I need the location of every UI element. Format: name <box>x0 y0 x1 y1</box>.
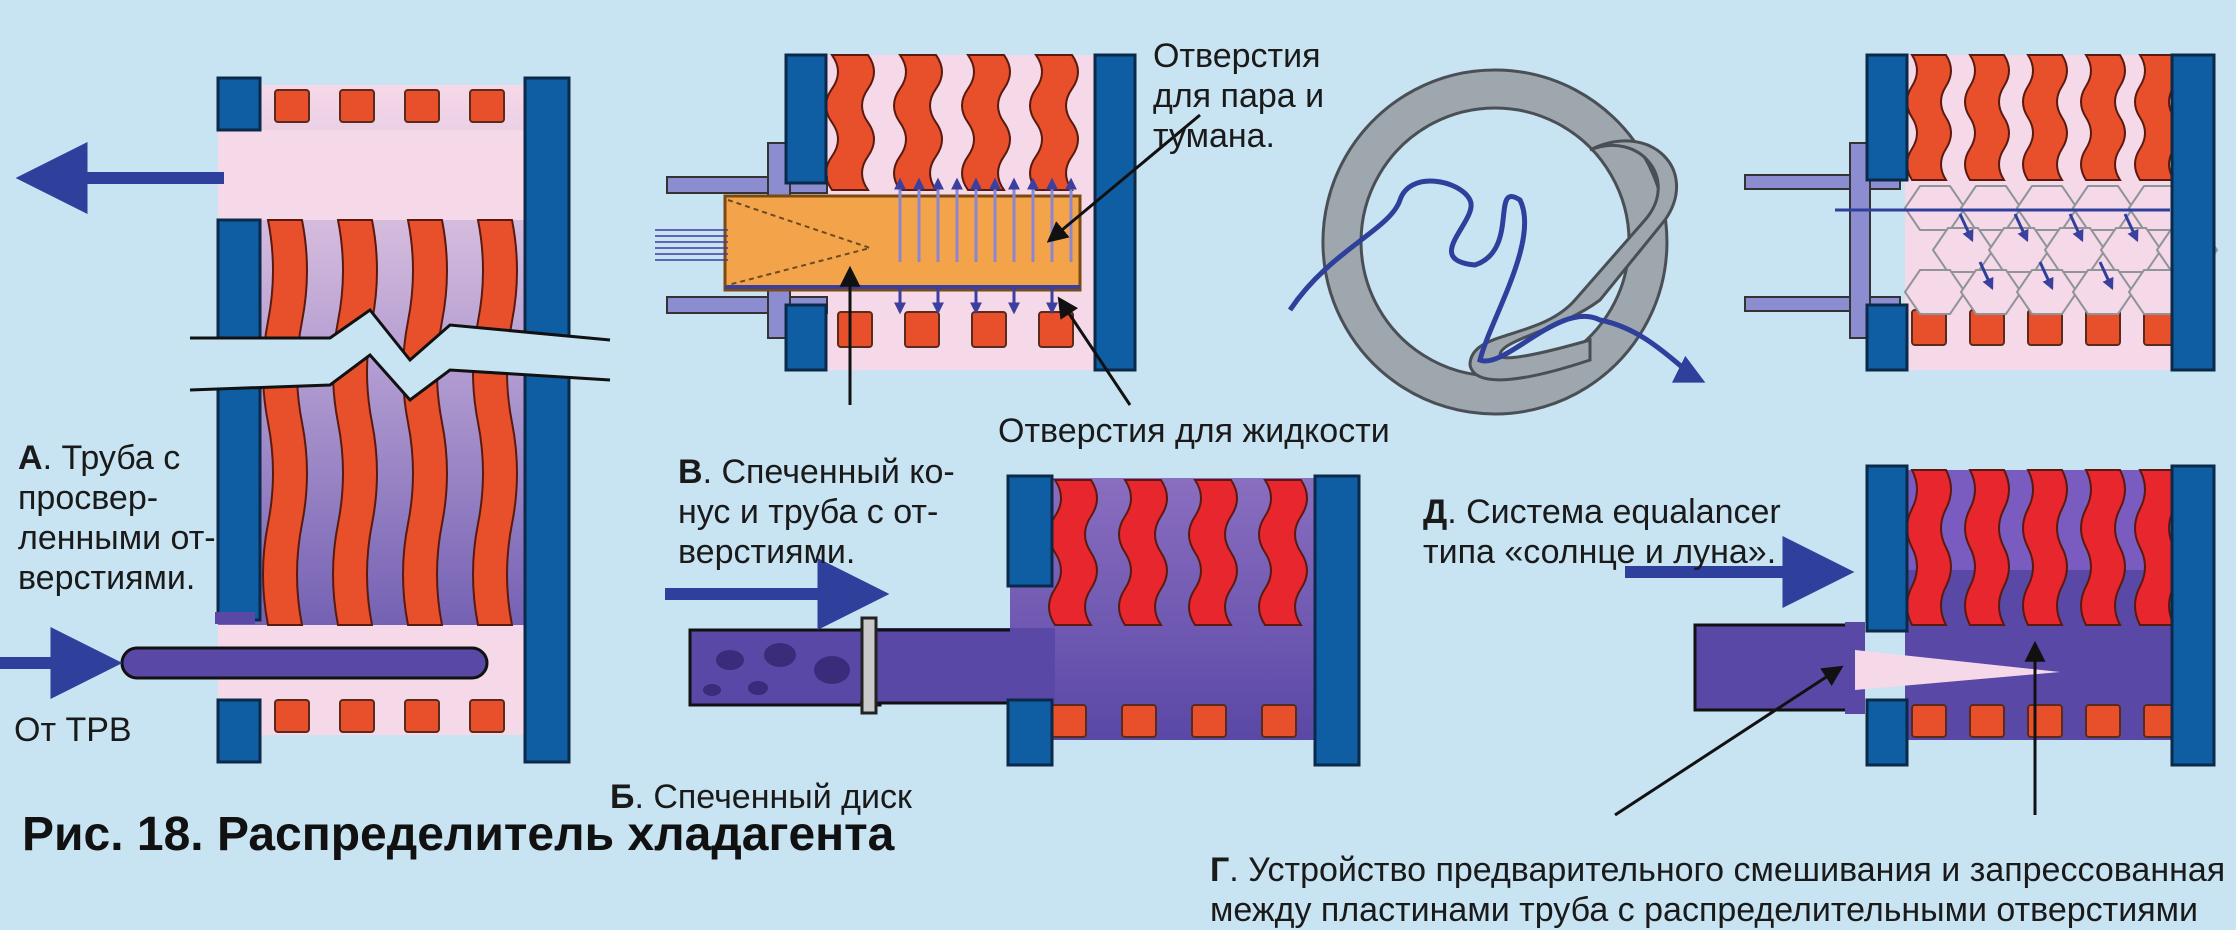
panel-a-letter: А <box>18 439 43 477</box>
fin <box>893 54 943 191</box>
inlet-label: От ТРВ <box>14 711 132 749</box>
fin <box>2080 54 2126 181</box>
vapor-holes-label: Отверстия для пара и тумана. <box>1153 37 1325 155</box>
panel-tr-drawing <box>1744 53 2219 372</box>
flow-arrow <box>2013 213 2029 243</box>
fin <box>2022 54 2068 181</box>
figure-title: Рис. 18. Распределитель хладагента <box>22 808 895 861</box>
flow-arrow <box>1958 213 1974 243</box>
fin <box>1964 54 2010 181</box>
panel-g-letter: Г <box>1210 851 1230 889</box>
fin <box>961 54 1011 191</box>
flow-arrow <box>2038 261 2054 291</box>
panel-v-letter: В <box>678 453 703 491</box>
fin <box>1118 479 1168 626</box>
panel-b-text: . Спеченный диск <box>634 778 912 816</box>
flow-arrow <box>2098 261 2114 291</box>
panel-d-drawing <box>1287 68 1706 416</box>
panel-g-caption: Г. Устройство предварительного смешивани… <box>1210 810 2225 930</box>
panel-g-text: . Устройство предварительного смешивания… <box>1210 851 2226 929</box>
panel-b-letter: Б <box>610 778 635 816</box>
panel-v-drawing <box>655 53 1201 406</box>
panel-v-caption: В. Спеченный ко- нус и труба с от- верст… <box>678 412 955 572</box>
fin <box>1188 479 1238 626</box>
flow-arrow <box>2068 213 2084 243</box>
panel-a-caption: А. Труба с просвер- ленными от- верстиям… <box>18 398 216 598</box>
panel-d-caption: Д. Система equalancer типа «солнце и лун… <box>1423 452 1781 572</box>
panel-a-drawing <box>0 76 611 764</box>
panel-d-text: . Система equalancer типа «солнце и луна… <box>1423 493 1781 571</box>
fin <box>2080 469 2126 626</box>
fin <box>1964 469 2010 626</box>
flow-arrow <box>1978 261 1994 291</box>
fin <box>1258 479 1308 626</box>
flow-arrow <box>2123 213 2139 243</box>
panel-a-text: . Труба с просвер- ленными от- верстиями… <box>18 439 216 597</box>
panel-b-caption: Б. Спеченный диск <box>610 737 912 817</box>
panel-g-drawing <box>1614 464 2216 817</box>
liquid-holes-label: Отверстия для жидкости <box>998 412 1390 450</box>
panel-d-letter: Д <box>1423 493 1448 531</box>
panel-v-text: . Спеченный ко- нус и труба с от- версти… <box>678 453 955 571</box>
fin <box>2022 469 2068 626</box>
panel-b-drawing <box>665 474 1361 767</box>
